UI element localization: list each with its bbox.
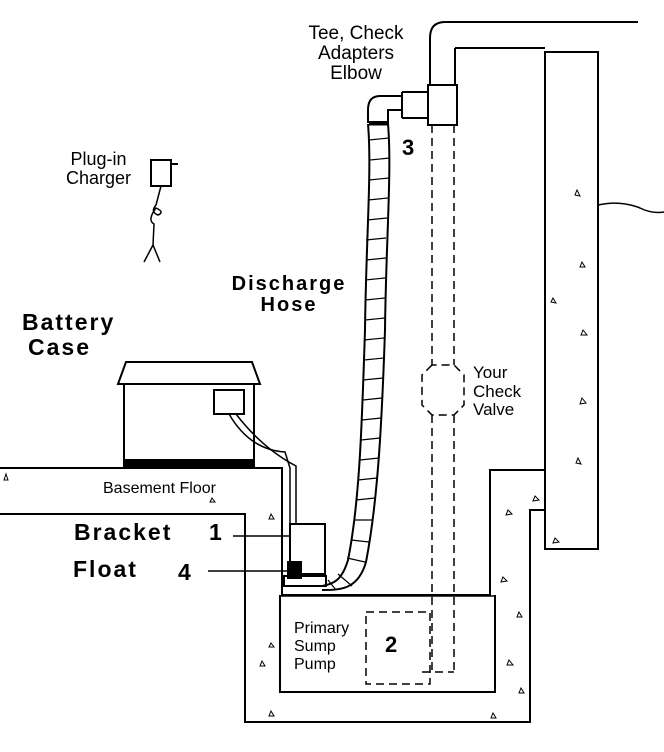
hose-ribs — [327, 137, 391, 591]
tee-side — [401, 91, 428, 119]
primary-label-line1: Primary — [294, 620, 350, 637]
hose-number: 3 — [402, 135, 417, 160]
discharge-label-line2: Hose — [260, 294, 318, 316]
check-label-line3: Valve — [473, 400, 515, 420]
elbow-adapter — [367, 95, 402, 123]
foundation-wall — [544, 51, 599, 550]
battery-cable — [228, 413, 291, 525]
check-label-line2: Check — [473, 381, 522, 401]
basement-floor-label: Basement Floor — [103, 480, 216, 497]
bracket-label: Bracket — [74, 519, 173, 545]
float-number: 4 — [178, 559, 193, 585]
basement-floor-outline — [0, 467, 545, 596]
backup-pump-body — [289, 523, 326, 575]
tee-label-line1: Tee, Check — [308, 23, 404, 44]
tee-check-label: Tee, Check Adapters Elbow — [296, 24, 416, 84]
check-label-line1: Your — [473, 363, 508, 382]
discharge-label-line1: Discharge — [231, 273, 347, 295]
float-switch — [287, 561, 302, 579]
plugin-label-line1: Plug-in — [70, 149, 127, 169]
tee-fitting — [427, 84, 458, 126]
check-valve-label: Your Check Valve — [473, 363, 522, 420]
battery-label-line1: Battery — [22, 309, 116, 335]
primary-label-line2: Sump — [294, 637, 336, 655]
charger-body — [150, 159, 172, 187]
discharge-hose-label: Discharge Hose — [214, 274, 364, 316]
tee-label-line2: Adapters — [317, 42, 395, 64]
float-label: Float — [73, 556, 138, 582]
bracket-number: 1 — [209, 519, 224, 545]
battery-label-line2: Case — [28, 334, 91, 361]
concrete-speckles — [3, 188, 589, 719]
battery-panel — [213, 389, 245, 415]
battery-case-base — [123, 459, 255, 467]
horizontal-pipe — [455, 21, 638, 49]
backup-pump-base — [283, 575, 327, 587]
battery-case-roof — [116, 361, 262, 385]
battery-case-label: Battery Case — [22, 309, 116, 361]
primary-pump-number: 2 — [385, 632, 400, 657]
primary-pump-label: Primary Sump Pump — [294, 620, 349, 674]
primary-label-line3: Pump — [294, 655, 336, 673]
tee-label-line3: Elbow — [330, 62, 382, 84]
charger-cord — [143, 185, 162, 263]
pipe-elbow-top — [429, 21, 456, 85]
discharge-hose-right — [321, 123, 391, 591]
plugin-charger-label: Plug-in Charger — [66, 150, 131, 188]
primary-pump-outline — [365, 611, 431, 685]
check-valve-outline — [421, 364, 465, 416]
pit-inner-wall — [279, 595, 496, 693]
floor-slab-bottom — [0, 509, 545, 723]
discharge-hose-left — [321, 123, 371, 587]
ground-line — [597, 202, 664, 214]
plugin-label-line2: Charger — [66, 167, 132, 188]
battery-cable-2 — [235, 413, 297, 525]
